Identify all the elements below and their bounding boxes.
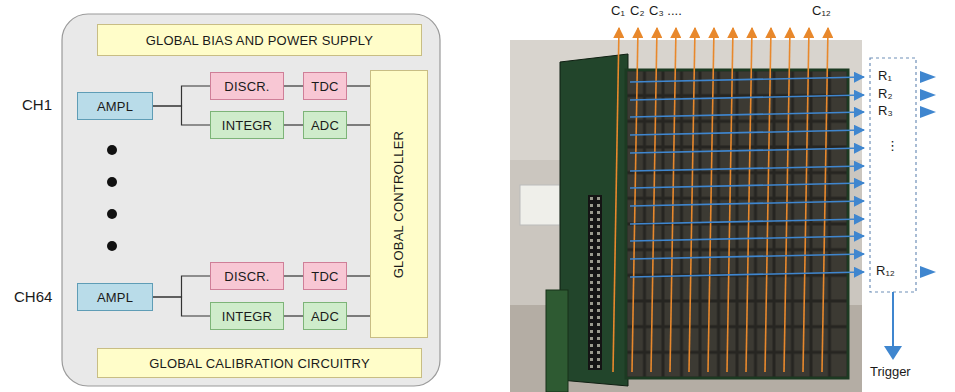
ellipsis-dot	[107, 145, 117, 155]
trigger-arrow	[884, 346, 902, 360]
box-label: TDC	[311, 79, 338, 94]
box-label: TDC	[311, 269, 338, 284]
row-line	[630, 77, 864, 82]
column-label: C₃ ....	[649, 3, 682, 18]
controller-box: GLOBAL CONTROLLER	[370, 70, 428, 338]
row-line	[630, 254, 864, 259]
trigger-box	[870, 58, 916, 292]
box-label: ADC	[311, 309, 339, 324]
box-label: INTEGR	[222, 118, 272, 133]
chip-panel	[62, 14, 440, 386]
channel-label: CH1	[22, 96, 52, 113]
box-label: AMPL	[97, 99, 133, 114]
calibration-box: GLOBAL CALIBRATION CIRCUITRY	[97, 348, 422, 378]
column-label: C₁₂	[812, 3, 831, 18]
column-line	[632, 28, 638, 372]
box-label: GLOBAL CONTROLLER	[392, 130, 407, 277]
column-line	[784, 28, 790, 372]
amplifier-box: AMPL	[77, 92, 153, 120]
row-outputs	[920, 71, 936, 278]
signal-wire	[347, 124, 370, 125]
ellipsis-dot	[107, 209, 117, 219]
row-line	[630, 201, 864, 206]
signal-wire	[347, 275, 370, 276]
box-label: ADC	[311, 118, 339, 133]
amplifier-box: AMPL	[77, 283, 153, 311]
signal-wire	[284, 124, 303, 125]
row-label: R₁	[878, 68, 892, 83]
column-line	[670, 28, 676, 372]
tdc-box: TDC	[303, 72, 347, 100]
output-arrow	[920, 89, 936, 101]
signal-wire	[153, 276, 210, 297]
row-line	[630, 148, 864, 153]
output-arrow	[920, 106, 936, 118]
row-line	[630, 166, 864, 171]
channel-label: CH64	[14, 288, 52, 305]
row-line	[630, 95, 864, 100]
tdc-box: TDC	[303, 262, 347, 290]
column-line	[613, 28, 619, 372]
row-lines	[630, 77, 864, 277]
row-line	[630, 219, 864, 224]
signal-wire	[153, 86, 210, 106]
signal-wire	[153, 106, 210, 125]
connector-block	[520, 185, 560, 225]
box-label: INTEGR	[222, 309, 272, 324]
row-label: R₃	[878, 103, 893, 118]
row-line	[630, 130, 864, 135]
signal-wire	[347, 85, 370, 86]
row-line	[630, 183, 864, 188]
row-line	[630, 112, 864, 117]
box-label: AMPL	[97, 290, 133, 305]
adc-box: ADC	[303, 302, 347, 330]
column-line	[651, 28, 657, 372]
output-arrow	[920, 266, 936, 278]
column-line	[822, 28, 828, 372]
signal-wire	[347, 315, 370, 316]
row-line	[630, 272, 864, 277]
ellipsis-dot	[107, 177, 117, 187]
column-label: C₂	[630, 3, 644, 18]
discriminator-box: DISCR.	[210, 262, 284, 290]
trigger-label: Trigger	[870, 364, 911, 379]
pcb-board	[546, 290, 568, 392]
output-arrow	[920, 71, 936, 83]
ellipsis-dot	[107, 241, 117, 251]
row-label: R₁₂	[876, 263, 895, 278]
row-line	[630, 236, 864, 241]
trigger-arrow	[892, 292, 894, 348]
column-label: C₁	[611, 3, 625, 18]
pin-header	[588, 195, 602, 370]
pin-header	[588, 195, 602, 370]
adc-box: ADC	[303, 111, 347, 139]
row-label: ⋮	[886, 138, 899, 153]
column-line	[689, 28, 695, 372]
signal-wire	[284, 85, 303, 86]
box-label: GLOBAL CALIBRATION CIRCUITRY	[149, 356, 370, 371]
row-label: R₂	[878, 86, 892, 101]
integrator-box: INTEGR	[210, 302, 284, 330]
photo-background	[510, 40, 862, 392]
bias-supply-box: GLOBAL BIAS AND POWER SUPPLY	[97, 24, 422, 56]
box-label: DISCR.	[224, 269, 269, 284]
signal-wire	[284, 275, 303, 276]
signal-wire	[153, 297, 210, 316]
box-label: DISCR.	[224, 79, 269, 94]
discriminator-box: DISCR.	[210, 72, 284, 100]
column-line	[803, 28, 809, 372]
signal-wire	[284, 315, 303, 316]
integrator-box: INTEGR	[210, 111, 284, 139]
box-label: GLOBAL BIAS AND POWER SUPPLY	[146, 33, 373, 48]
